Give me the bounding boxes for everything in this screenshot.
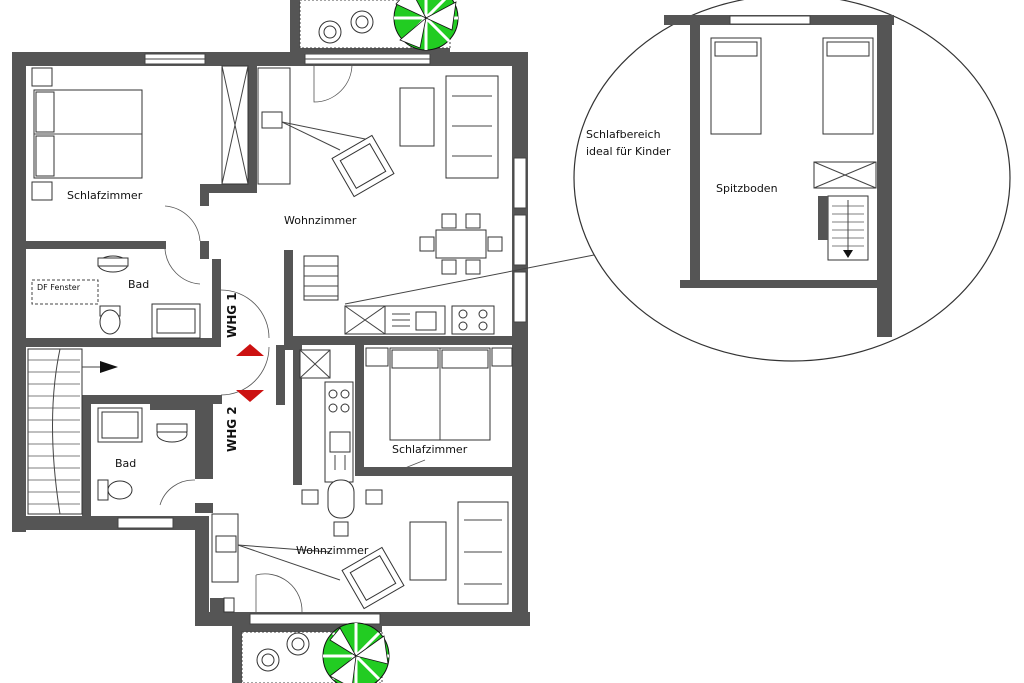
umbrella-bottom-icon xyxy=(322,622,390,683)
staircase xyxy=(27,348,118,515)
room-label-schlafzimmer-top: Schlafzimmer xyxy=(67,189,143,202)
whg1-label: WHG 1 xyxy=(225,292,239,338)
umbrella-top-icon xyxy=(393,0,459,51)
df-fenster-label: DF Fenster xyxy=(37,283,81,292)
callout-text-line1: Schlafbereich xyxy=(586,128,661,141)
room-label-bad-top: Bad xyxy=(128,278,149,291)
wohnzimmer-bottom-furniture xyxy=(210,501,509,613)
kitchen-bottom-furniture xyxy=(299,349,383,537)
entrance-arrow-down-icon xyxy=(236,390,264,402)
interior-walls xyxy=(26,64,515,520)
bad-bottom-furniture xyxy=(97,407,188,501)
room-label-schlafzimmer-bottom: Schlafzimmer xyxy=(392,443,468,456)
door-swings xyxy=(159,63,426,613)
wohnzimmer-top-furniture xyxy=(257,67,503,335)
room-label-spitzboden: Spitzboden xyxy=(716,182,778,195)
room-label-bad-bottom: Bad xyxy=(115,457,136,470)
loft-callout xyxy=(573,0,1011,362)
callout-text-line2: ideal für Kinder xyxy=(586,145,671,158)
whg2-label: WHG 2 xyxy=(225,406,239,452)
entrance-arrow-up-icon xyxy=(236,344,264,356)
schlafzimmer-bottom-furniture xyxy=(365,347,513,441)
schlafzimmer-top-furniture xyxy=(31,65,249,201)
room-label-wohnzimmer-bottom: Wohnzimmer xyxy=(296,544,369,557)
room-label-wohnzimmer-top: Wohnzimmer xyxy=(284,214,357,227)
bad-top-furniture xyxy=(31,255,201,339)
callout-leader-line xyxy=(344,254,595,305)
